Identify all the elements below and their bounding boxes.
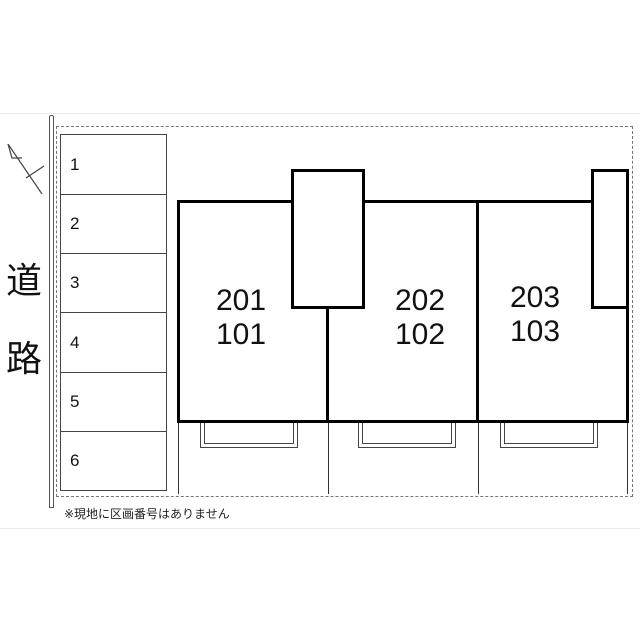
- balcony-1: [200, 423, 298, 448]
- partition-line: [328, 423, 329, 494]
- lot-boundary: [56, 126, 633, 497]
- footnote: ※現地に区画番号はありません: [64, 507, 230, 521]
- unit-upper-number: 201: [215, 284, 267, 317]
- unit-2: 202 102: [375, 284, 465, 352]
- road-label-char-2: 路: [6, 338, 43, 379]
- partition-line: [178, 423, 179, 494]
- road-boundary-line: [49, 115, 54, 508]
- parking-slot-4: 4: [61, 313, 166, 373]
- road-label-char-1: 道: [6, 260, 43, 301]
- parking-slot-5: 5: [61, 373, 166, 432]
- unit-divider-2: [476, 200, 479, 423]
- parking-area: 1 2 3 4 5 6: [60, 134, 167, 491]
- parking-slot-number: 6: [70, 451, 80, 470]
- unit-lower-number: 101: [215, 318, 267, 351]
- parking-slot-number: 3: [70, 273, 80, 292]
- stair-structure-2: [591, 169, 629, 309]
- unit-divider-1: [326, 305, 329, 423]
- partition-line: [478, 423, 479, 494]
- unit-1: 201 101: [196, 284, 286, 352]
- unit-lower-number: 102: [394, 318, 446, 351]
- parking-slot-6: 6: [61, 432, 166, 490]
- building-outline: [177, 200, 629, 423]
- balcony-3: [500, 423, 598, 448]
- unit-upper-number: 202: [394, 284, 446, 317]
- parking-slot-number: 5: [70, 392, 80, 411]
- parking-slot-number: 1: [70, 154, 80, 174]
- parking-slot-number: 4: [70, 332, 80, 352]
- balcony-2: [358, 423, 456, 448]
- stair-structure-1: [291, 169, 365, 309]
- unit-3: 203 103: [488, 281, 582, 349]
- partition-line: [627, 423, 628, 494]
- unit-upper-number: 203: [509, 281, 561, 314]
- parking-slot-number: 2: [70, 214, 80, 233]
- parking-slot-3: 3: [61, 254, 166, 313]
- parking-slot-2: 2: [61, 195, 166, 254]
- image-frame: [0, 113, 640, 529]
- north-arrow-icon: [7, 144, 45, 194]
- parking-slot-1: 1: [61, 135, 166, 195]
- unit-lower-number: 103: [509, 315, 561, 348]
